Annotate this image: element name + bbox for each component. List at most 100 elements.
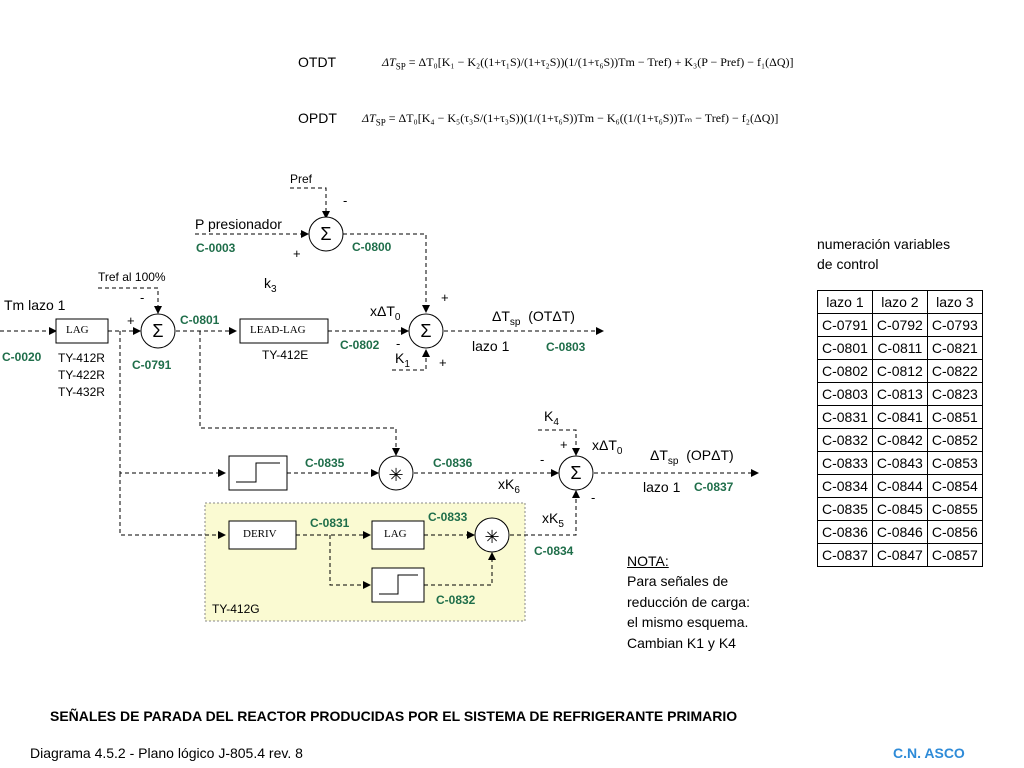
step-block-1 — [228, 455, 288, 491]
ty412g-region — [204, 502, 526, 622]
nota-line-1: Para señales de — [627, 573, 729, 589]
diagram-reference: Diagrama 4.5.2 - Plano lógico J-805.4 re… — [30, 745, 303, 761]
code-c0835: C-0835 — [305, 456, 345, 470]
sum-2 — [140, 313, 176, 349]
deriv-label: DERIV — [243, 528, 277, 540]
xk6-label: xK6 — [498, 476, 520, 496]
code-c0800: C-0800 — [352, 240, 392, 254]
table-cell: C-0851 — [926, 405, 983, 429]
table-header-row: lazo 1 lazo 2 lazo 3 — [817, 290, 983, 314]
k3-label: k3 — [264, 275, 277, 295]
table-cell: C-0801 — [817, 336, 873, 360]
p-presionador-label: P presionador — [195, 216, 282, 232]
table-cell: C-0793 — [926, 313, 983, 337]
sum-3 — [408, 313, 444, 349]
minus-sign: - — [591, 490, 596, 505]
plus-sign: + — [439, 355, 447, 370]
deriv-block — [228, 520, 297, 550]
table-cell: C-0856 — [926, 520, 983, 544]
leadlag-label: LEAD-LAG — [250, 324, 306, 336]
tref-label: Tref al 100% — [98, 270, 166, 284]
table-cell: C-0812 — [871, 359, 928, 383]
plus-sign: + — [441, 290, 449, 305]
table-cell: C-0821 — [926, 336, 983, 360]
table-cell: C-0836 — [817, 520, 873, 544]
table-cell: C-0845 — [871, 497, 928, 521]
table-cell: C-0803 — [817, 382, 873, 406]
xk5-label: xK5 — [542, 510, 564, 530]
table-cell: C-0835 — [817, 497, 873, 521]
table-cell: C-0791 — [817, 313, 873, 337]
svg-text:Σ: Σ — [420, 321, 431, 341]
table-cell: C-0811 — [871, 336, 928, 360]
table-title-1: numeración variables — [817, 236, 951, 252]
table-cell: C-0841 — [871, 405, 928, 429]
table-cell: C-0853 — [926, 451, 983, 475]
minus-sign: - — [396, 336, 401, 351]
nota-line-2: reducción de carga: — [627, 594, 750, 610]
ty412r-label: TY-412R — [58, 351, 105, 365]
minus-sign: - — [140, 290, 145, 305]
svg-text:Σ: Σ — [570, 463, 581, 483]
table-cell: C-0831 — [817, 405, 873, 429]
lag2-label: LAG — [384, 528, 407, 540]
table-cell: C-0855 — [926, 497, 983, 521]
lead-lag-block — [239, 318, 329, 344]
tm-lazo1-label: Tm lazo 1 — [4, 297, 66, 313]
lag2-block — [371, 520, 425, 550]
code-c0803: C-0803 — [546, 340, 586, 354]
table-cell: C-0837 — [817, 543, 873, 567]
table-cell: C-0846 — [871, 520, 928, 544]
table-cell: C-0823 — [926, 382, 983, 406]
svg-text:Σ: Σ — [320, 224, 331, 244]
lag-label: LAG — [66, 324, 89, 336]
svg-text:✳: ✳ — [388, 465, 403, 485]
code-c0801: C-0801 — [180, 313, 220, 327]
opdt-label: OPDT — [298, 110, 337, 126]
k1-label: K1 — [395, 350, 410, 370]
page-title: SEÑALES DE PARADA DEL REACTOR PRODUCIDAS… — [50, 708, 738, 724]
table-cell: C-0854 — [926, 474, 983, 498]
table-cell: C-0832 — [817, 428, 873, 452]
nota-line-3: el mismo esquema. — [627, 614, 749, 630]
plus-sign: + — [293, 246, 301, 261]
code-c0832: C-0832 — [436, 593, 476, 607]
dtsp-op-label: ΔTsp (OPΔT) — [650, 447, 734, 467]
svg-text:Σ: Σ — [152, 321, 163, 341]
table-header: lazo 3 — [926, 290, 983, 314]
lazo1-label-b: lazo 1 — [643, 479, 681, 495]
lag-block — [55, 318, 109, 344]
table-cell: C-0847 — [871, 543, 928, 567]
minus-sign: - — [540, 452, 545, 467]
sum-1 — [308, 216, 344, 252]
code-c0791: C-0791 — [132, 358, 172, 372]
table-header: lazo 2 — [871, 290, 928, 314]
otdt-label: OTDT — [298, 54, 337, 70]
svg-text:✳: ✳ — [484, 527, 499, 547]
table-title-2: de control — [817, 256, 879, 272]
table-cell: C-0813 — [871, 382, 928, 406]
table-cell: C-0792 — [871, 313, 928, 337]
plus-sign: + — [127, 313, 135, 328]
k4-label: K4 — [544, 408, 559, 428]
table-cell: C-0844 — [871, 474, 928, 498]
ty422r-label: TY-422R — [58, 368, 105, 382]
nota-title: NOTA: — [627, 553, 669, 569]
code-c0836: C-0836 — [433, 456, 473, 470]
brand-label: C.N. ASCO — [893, 745, 965, 761]
table-cell: C-0834 — [817, 474, 873, 498]
table-cell: C-0857 — [926, 543, 983, 567]
